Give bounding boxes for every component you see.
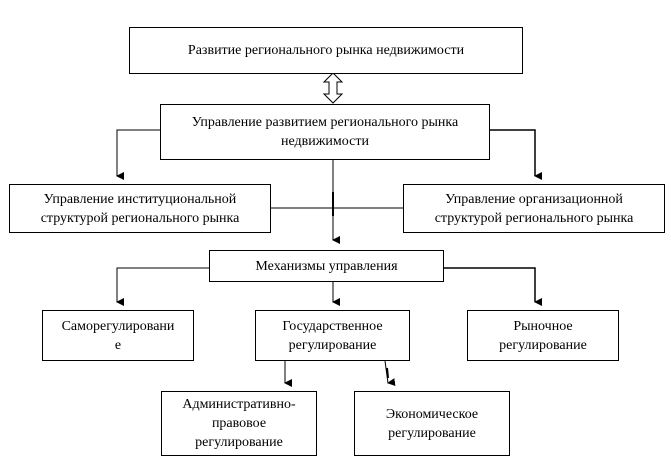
- box-administrative-regulation: Административно- правовое регулирование: [161, 391, 317, 456]
- box-state-regulation: Государственное регулирование: [255, 310, 410, 361]
- box-label: Государственное регулирование: [282, 318, 383, 353]
- box-market-development-management: Управление развитием регионального рынка…: [160, 104, 490, 160]
- box-market-regulation: Рыночное регулирование: [467, 310, 619, 361]
- box-self-regulation: Саморегулировани е: [42, 310, 194, 361]
- box-organizational-structure: Управление организационной структурой ре…: [403, 184, 665, 233]
- box-label: Саморегулировани е: [61, 318, 175, 353]
- double-arrow: [322, 72, 344, 104]
- management-branch-lines: [116, 129, 542, 180]
- state-branch-lines: [284, 360, 396, 387]
- box-regional-market-development: Развитие регионального рынка недвижимост…: [129, 27, 523, 74]
- box-label: Развитие регионального рынка недвижимост…: [187, 43, 465, 58]
- box-label: Управление организационной структурой ре…: [434, 191, 634, 226]
- box-economic-regulation: Экономическое регулирование: [354, 391, 510, 456]
- box-label: Механизмы управления: [255, 258, 398, 274]
- box-label: Экономическое регулирование: [385, 406, 479, 441]
- box-label: Управление развитием регионального рынка…: [191, 115, 459, 149]
- box-management-mechanisms: Механизмы управления: [209, 250, 444, 282]
- box-label: Управление институциональной структурой …: [40, 191, 240, 226]
- box-institutional-structure: Управление институциональной структурой …: [9, 184, 271, 233]
- box-label: Рыночное регулирование: [499, 318, 587, 353]
- box-label: Административно- правовое регулирование: [182, 397, 296, 450]
- mechanisms-branch-lines: [116, 267, 542, 306]
